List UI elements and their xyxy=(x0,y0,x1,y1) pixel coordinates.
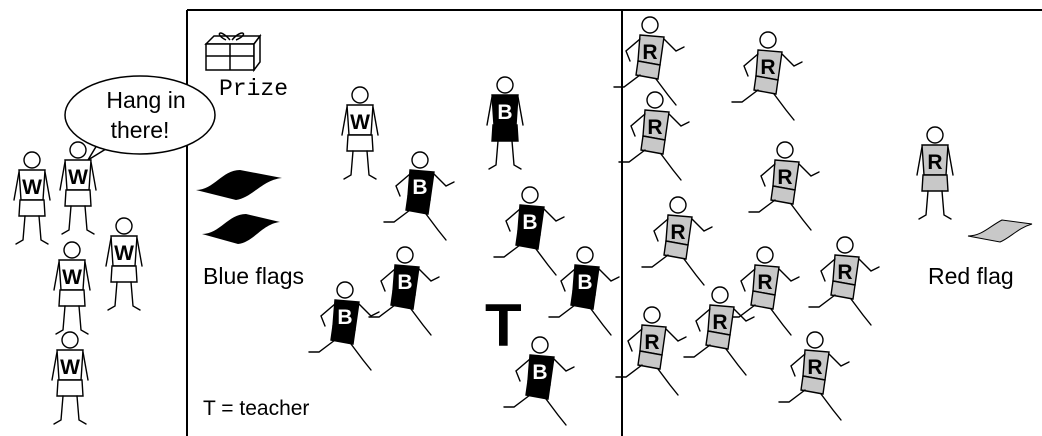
team-letter: B xyxy=(497,101,512,124)
team-letter: B xyxy=(412,176,427,199)
team-letter: R xyxy=(757,271,772,294)
waiting-student-3: W xyxy=(106,218,142,310)
red-team-student-8: R xyxy=(809,237,879,325)
team-letter: W xyxy=(62,266,82,289)
team-letter: B xyxy=(337,306,352,329)
speech-bubble-line-2: there! xyxy=(111,117,170,143)
red-flag-label: Red flag xyxy=(928,263,1014,289)
team-letter: W xyxy=(114,242,134,265)
team-letter: W xyxy=(60,356,80,379)
team-letter: W xyxy=(22,176,42,199)
blue-team-student-1: B xyxy=(487,77,523,169)
blue-team-student-2: B xyxy=(384,152,454,240)
blue-team-student-4: B xyxy=(369,247,439,335)
blue-team-student-3: B xyxy=(494,187,564,275)
team-letter: R xyxy=(670,221,685,244)
team-letter: B xyxy=(397,271,412,294)
blue-flags xyxy=(196,170,282,244)
team-letter: R xyxy=(807,356,822,379)
blue-team-student-6: B xyxy=(549,247,619,335)
field-boundaries xyxy=(187,10,1042,436)
blue-flags-label: Blue flags xyxy=(203,263,304,289)
team-letter: R xyxy=(927,151,942,174)
blue-flag-2 xyxy=(202,214,280,244)
prize-label: Prize xyxy=(219,76,288,102)
red-team-student-1: R xyxy=(614,17,684,105)
team-letter: R xyxy=(760,56,775,79)
team-letter: R xyxy=(644,331,659,354)
waiting-student-1: W xyxy=(14,152,50,244)
waiting-student-5: W xyxy=(52,332,88,424)
red-team-student-5: R xyxy=(642,197,712,285)
team-letter: B xyxy=(532,361,547,384)
red-team-student-9: R xyxy=(684,287,754,375)
waiting-student-4: W xyxy=(54,242,90,334)
team-letter: R xyxy=(712,311,727,334)
team-letter: B xyxy=(522,211,537,234)
team-letter: R xyxy=(777,166,792,189)
speech-bubble-line-1: Hang in xyxy=(106,87,185,113)
red-team-student-2: R xyxy=(732,32,802,120)
gift-box-icon xyxy=(206,33,260,70)
red-team-student-10: R xyxy=(616,307,686,395)
waiting-student-6: W xyxy=(342,87,378,179)
speech-bubble: Hang in there! xyxy=(65,76,215,160)
team-letter: R xyxy=(837,261,852,284)
red-team-student-4: R xyxy=(749,142,819,230)
teacher-legend: T = teacher xyxy=(203,397,309,420)
red-team-student-7: R xyxy=(729,247,799,335)
teacher-marker: T xyxy=(485,292,522,359)
team-letter: R xyxy=(642,41,657,64)
red-team-student-11: R xyxy=(779,332,849,420)
red-flag xyxy=(968,220,1032,242)
team-letter: B xyxy=(577,271,592,294)
blue-team-student-5: B xyxy=(309,282,379,370)
blue-flag-1 xyxy=(196,170,282,200)
red-team-student-6: R xyxy=(917,127,953,219)
red-team-student-3: R xyxy=(619,92,689,180)
team-letter: W xyxy=(68,166,88,189)
team-letter: W xyxy=(350,111,370,134)
team-letter: R xyxy=(647,116,662,139)
